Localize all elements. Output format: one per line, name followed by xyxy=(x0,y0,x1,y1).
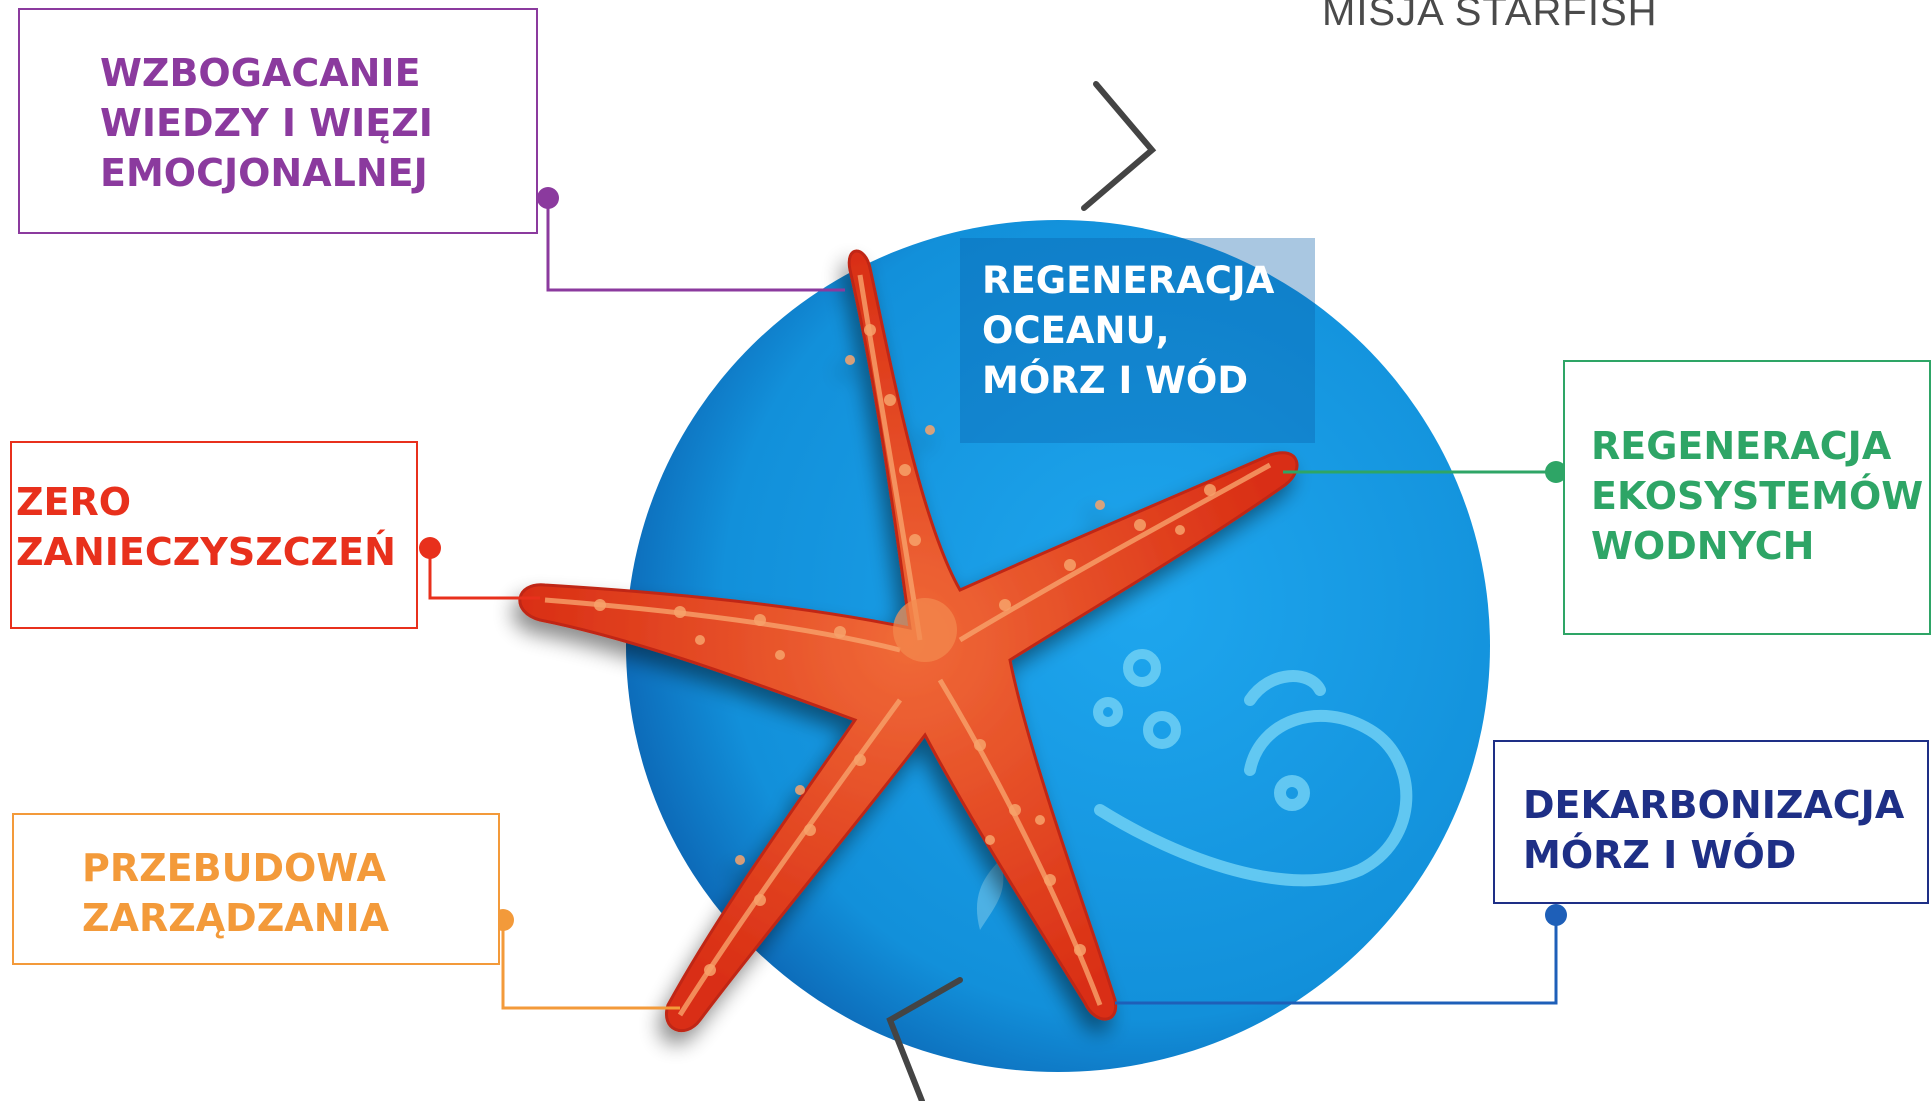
connector-dot-ecosystems xyxy=(1545,461,1567,483)
decarbonization-box: DEKARBONIZACJA MÓRZ I WÓD xyxy=(1493,740,1929,904)
connector-dot-knowledge xyxy=(537,187,559,209)
knowledge-box-line: EMOCJONALNEJ xyxy=(100,151,428,195)
ecosystems-box-line: EKOSYSTEMÓW xyxy=(1591,474,1924,518)
center-label-line: OCEANU, xyxy=(982,309,1170,352)
connector-governance xyxy=(501,920,680,1010)
fish-tail-icon xyxy=(976,860,1004,930)
decarbonization-box-line: DEKARBONIZACJA xyxy=(1523,783,1905,827)
ecosystems-box: REGENERACJA EKOSYSTEMÓW WODNYCH xyxy=(1563,360,1931,635)
wave-icon xyxy=(1094,670,1413,887)
center-label: REGENERACJA OCEANU, MÓRZ I WÓD xyxy=(960,238,1315,443)
center-label-line: REGENERACJA xyxy=(982,259,1275,302)
decarbonization-box-line: MÓRZ I WÓD xyxy=(1523,833,1797,877)
pollution-box-line: ZANIECZYSZCZEŃ xyxy=(16,530,396,574)
connector-dot-pollution xyxy=(419,537,441,559)
diagram-title: MISJA STARFISH xyxy=(1322,0,1658,34)
connector-knowledge xyxy=(546,198,845,292)
knowledge-box: WZBOGACANIE WIEDZY I WIĘZI EMOCJONALNEJ xyxy=(18,8,538,234)
pollution-box-line: ZERO xyxy=(16,480,132,524)
governance-box-line: PRZEBUDOWA xyxy=(82,846,386,890)
bottom-arrow-mark xyxy=(886,977,963,1101)
connector-pollution xyxy=(428,548,540,600)
ecosystems-box-line: REGENERACJA xyxy=(1591,424,1892,468)
ocean-circle xyxy=(626,220,1490,1072)
top-arrow-mark xyxy=(1081,81,1157,211)
ecosystems-box-line: WODNYCH xyxy=(1591,524,1815,568)
connector-decarbon xyxy=(1115,915,1558,1005)
knowledge-box-line: WIEDZY I WIĘZI xyxy=(100,101,433,145)
center-label-line: MÓRZ I WÓD xyxy=(982,359,1249,402)
bubbles-icon xyxy=(1093,649,1181,749)
knowledge-box-line: WZBOGACANIE xyxy=(100,51,421,95)
connector-dot-decarbon xyxy=(1545,904,1567,926)
starfish-illustration xyxy=(518,249,1299,1033)
governance-box-line: ZARZĄDZANIA xyxy=(82,896,390,940)
governance-box: PRZEBUDOWA ZARZĄDZANIA xyxy=(12,813,500,965)
pollution-box: ZERO ZANIECZYSZCZEŃ xyxy=(10,441,418,629)
